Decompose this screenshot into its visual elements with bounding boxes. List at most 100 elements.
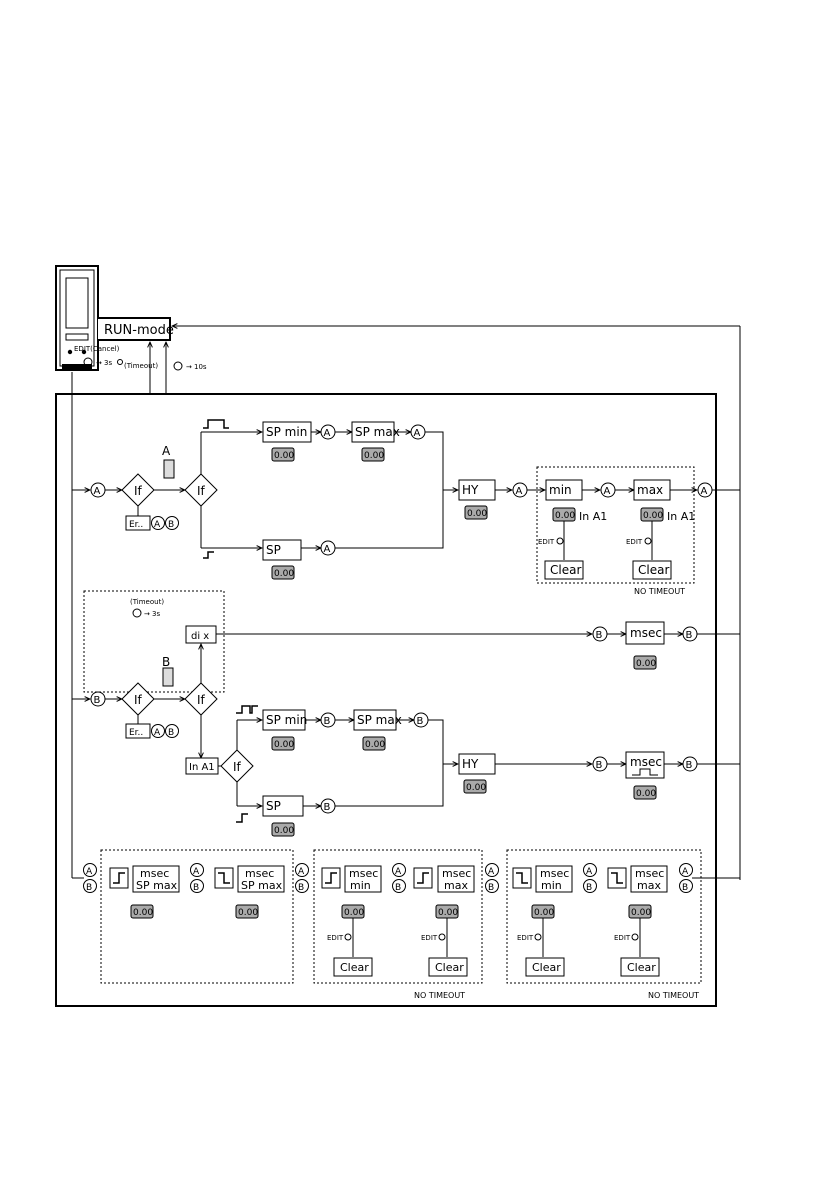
row-b: (Timeout) → 3s B If Er.. A B B If di x B…: [72, 590, 740, 837]
svg-text:B: B: [596, 760, 603, 771]
svg-text:0.00: 0.00: [364, 451, 384, 461]
svg-text:B: B: [86, 883, 92, 893]
svg-text:B: B: [324, 802, 331, 813]
svg-text:0.00: 0.00: [643, 511, 663, 521]
svg-text:If: If: [134, 484, 143, 498]
svg-text:Clear: Clear: [550, 563, 581, 577]
svg-text:B: B: [395, 883, 401, 893]
svg-text:EDIT: EDIT: [626, 538, 643, 546]
svg-text:Er..: Er..: [129, 728, 143, 738]
svg-text:If: If: [197, 484, 206, 498]
feedback-lines: [71, 326, 741, 880]
svg-text:di x: di x: [191, 631, 209, 642]
svg-text:min: min: [549, 483, 572, 497]
device-unit: [55, 265, 99, 371]
svg-text:HY: HY: [462, 483, 479, 497]
run-mode-box[interactable]: RUN-mode: [98, 317, 174, 341]
svg-text:Clear: Clear: [638, 563, 669, 577]
svg-text:HY: HY: [462, 757, 479, 771]
timeout-time: 10s: [194, 363, 207, 371]
svg-text:A: A: [86, 867, 93, 877]
svg-text:0.00: 0.00: [274, 826, 294, 836]
svg-text:msec: msec: [442, 867, 471, 880]
svg-text:A: A: [586, 867, 593, 877]
svg-text:3s: 3s: [152, 610, 160, 618]
svg-text:A: A: [193, 867, 200, 877]
run-mode-label: RUN-mode: [104, 323, 174, 338]
svg-text:B: B: [298, 883, 304, 893]
svg-text:A: A: [604, 486, 611, 497]
svg-text:SP: SP: [266, 799, 281, 813]
svg-text:Clear: Clear: [532, 961, 561, 974]
svg-text:msec: msec: [245, 867, 274, 880]
row-a: A If Er.. A B A If SP min 0.00 A SP max …: [72, 419, 740, 596]
edit-cancel-label: EDIT(Cancel): [74, 345, 120, 353]
sp-box: [262, 539, 302, 561]
svg-text:A: A: [324, 428, 331, 439]
top-links: EDIT(Cancel) → 3s (Timeout) → 10s: [74, 345, 207, 371]
svg-text:NO TIMEOUT: NO TIMEOUT: [648, 991, 699, 1000]
svg-text:msec: msec: [349, 867, 378, 880]
svg-text:SP max: SP max: [357, 713, 402, 727]
svg-text:Clear: Clear: [627, 961, 656, 974]
edit-cancel-time: 3s: [104, 359, 112, 367]
svg-text:B: B: [417, 716, 424, 727]
svg-text:0.00: 0.00: [555, 511, 575, 521]
svg-text:→: →: [96, 359, 102, 367]
svg-text:Er..: Er..: [129, 520, 143, 530]
error-box: [125, 515, 151, 531]
svg-text:0.00: 0.00: [467, 509, 487, 519]
svg-text:SP min: SP min: [266, 713, 307, 727]
clear-button: [632, 560, 672, 580]
svg-text:EDIT: EDIT: [538, 538, 555, 546]
svg-text:A: A: [154, 520, 161, 530]
svg-text:msec: msec: [630, 626, 662, 640]
svg-text:B: B: [586, 883, 592, 893]
svg-text:If: If: [134, 693, 143, 707]
svg-text:If: If: [197, 693, 206, 707]
svg-text:0.00: 0.00: [133, 908, 153, 918]
svg-text:Clear: Clear: [340, 961, 369, 974]
svg-text:→: →: [144, 610, 150, 618]
svg-text:B: B: [324, 716, 331, 727]
svg-text:EDIT: EDIT: [327, 934, 344, 942]
svg-text:A: A: [414, 428, 421, 439]
clear-button: [544, 560, 584, 580]
svg-text:0.00: 0.00: [274, 451, 294, 461]
svg-text:NO TIMEOUT: NO TIMEOUT: [634, 587, 685, 596]
svg-text:0.00: 0.00: [466, 783, 486, 793]
svg-text:B: B: [168, 520, 174, 530]
svg-text:min: min: [541, 879, 562, 892]
marker-b: B: [162, 655, 170, 669]
svg-text:0.00: 0.00: [438, 908, 458, 918]
svg-text:max: max: [637, 879, 661, 892]
svg-text:B: B: [686, 630, 693, 641]
svg-text:A: A: [516, 486, 523, 497]
svg-text:EDIT: EDIT: [517, 934, 534, 942]
svg-text:SP max: SP max: [136, 879, 178, 892]
svg-text:B: B: [488, 883, 494, 893]
svg-text:max: max: [444, 879, 468, 892]
svg-text:0.00: 0.00: [631, 908, 651, 918]
svg-text:A: A: [298, 867, 305, 877]
svg-text:In A1: In A1: [579, 510, 607, 523]
svg-text:→: →: [186, 363, 192, 371]
main-frame: [55, 393, 717, 1007]
svg-text:B: B: [193, 883, 199, 893]
svg-text:A: A: [324, 544, 331, 555]
svg-text:A: A: [395, 867, 402, 877]
svg-text:SP max: SP max: [355, 425, 400, 439]
svg-text:B: B: [168, 728, 174, 738]
svg-text:SP max: SP max: [241, 879, 283, 892]
svg-text:msec: msec: [540, 867, 569, 880]
svg-text:B: B: [94, 695, 101, 706]
svg-text:msec: msec: [140, 867, 169, 880]
msec-box: [625, 621, 665, 645]
marker-a: A: [162, 444, 171, 458]
svg-text:SP: SP: [266, 543, 281, 557]
svg-text:NO TIMEOUT: NO TIMEOUT: [414, 991, 465, 1000]
svg-text:0.00: 0.00: [636, 789, 656, 799]
svg-text:B: B: [682, 883, 688, 893]
svg-text:max: max: [637, 483, 663, 497]
svg-text:SP min: SP min: [266, 425, 307, 439]
